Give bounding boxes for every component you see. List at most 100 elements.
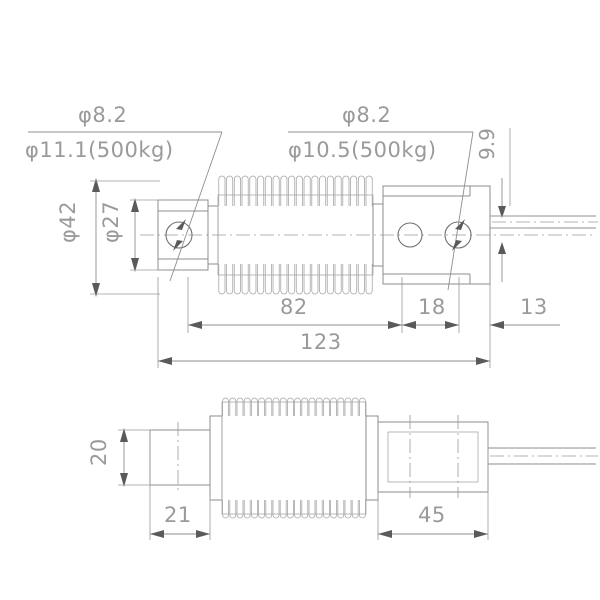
bellows-fin <box>308 397 316 416</box>
bellows-fin <box>359 500 366 519</box>
dim-18: 18 <box>402 277 460 333</box>
bellows-fin <box>350 175 358 206</box>
bellows-fin <box>264 264 272 295</box>
side-left-stud <box>149 422 211 494</box>
bellows-fin <box>251 500 258 519</box>
bellows-fin <box>287 500 294 519</box>
bellows-fin <box>311 264 319 295</box>
bellows-fin <box>301 500 309 519</box>
bellows-fin <box>295 264 303 295</box>
bellows-fin <box>365 175 373 206</box>
bellows-fin <box>265 500 273 519</box>
bellows-fin <box>351 397 359 416</box>
right-mounting-hole-2 <box>444 221 472 249</box>
dim-9-9: 9.9 <box>475 128 530 282</box>
bellows-fin <box>257 175 265 206</box>
dim-18-label: 18 <box>418 295 446 319</box>
bellows-fin <box>319 264 327 295</box>
dim-123: 123 <box>157 277 491 368</box>
bellows-fin <box>222 397 229 416</box>
side-right-block <box>377 415 489 498</box>
dim-123-label: 123 <box>300 330 342 354</box>
bellows-body-side <box>209 397 379 519</box>
bellows-fin <box>257 264 265 295</box>
bellows-fin <box>249 175 257 206</box>
left-callout-line1: φ8.2 <box>78 103 127 127</box>
dim-82-label: 82 <box>280 295 308 319</box>
dim-phi42-label: φ42 <box>56 201 80 243</box>
dim-20-label: 20 <box>87 438 111 466</box>
bellows-fin <box>218 175 226 206</box>
bellows-fin <box>303 264 311 295</box>
bellows-fin <box>344 397 352 416</box>
bellows-fin <box>295 175 303 206</box>
bellows-fin <box>315 500 323 519</box>
cable-side-view <box>488 447 598 465</box>
bellows-fin <box>342 264 350 295</box>
bellows-fin <box>301 397 309 416</box>
bellows-fin <box>308 500 316 519</box>
dim-21-label: 21 <box>164 503 192 527</box>
bellows-fin <box>241 175 249 206</box>
bellows-fin <box>272 264 280 295</box>
cable-top-view <box>490 215 598 229</box>
bellows-fin <box>337 500 345 519</box>
bellows-body-top <box>217 175 374 295</box>
bellows-fin <box>226 175 234 206</box>
bellows-fin <box>334 264 342 295</box>
bellows-fin <box>243 500 251 519</box>
dim-phi27-label: φ27 <box>99 201 123 243</box>
bellows-fin <box>236 397 244 416</box>
bellows-fin <box>337 397 345 416</box>
bellows-fin <box>344 500 352 519</box>
bellows-fin <box>236 500 244 519</box>
bellows-fin <box>272 397 280 416</box>
right-mounting-hole-1 <box>397 222 423 248</box>
bellows-fin <box>319 175 327 206</box>
bellows-fin <box>222 500 229 519</box>
bellows-fin <box>288 175 296 206</box>
bellows-fin <box>243 397 251 416</box>
top-view: φ8.2 φ11.1(500kg) φ8.2 φ10.5(500kg) 9.9 <box>25 103 598 368</box>
bellows-fin <box>287 397 294 416</box>
dim-20: 20 <box>87 428 152 487</box>
bellows-fin <box>294 500 301 519</box>
right-callout-line2: φ10.5(500kg) <box>288 138 437 162</box>
bellows-fin <box>330 500 337 519</box>
bellows-fin <box>233 264 241 295</box>
bellows-fin <box>280 175 288 206</box>
dim-45: 45 <box>377 440 489 540</box>
dim-9-9-label: 9.9 <box>475 128 499 160</box>
bellows-fin <box>323 500 330 519</box>
bellows-fin <box>241 264 249 295</box>
bellows-fin <box>342 175 350 206</box>
bellows-fin <box>218 264 226 295</box>
dim-13-label: 13 <box>520 295 548 319</box>
bellows-fin <box>315 397 323 416</box>
bellows-fin <box>280 264 288 295</box>
bellows-fin <box>311 175 319 206</box>
bellows-fin <box>330 397 337 416</box>
side-view: 20 21 45 <box>87 397 598 540</box>
bellows-fin <box>264 175 272 206</box>
bellows-fin <box>334 175 342 206</box>
left-callout-line2: φ11.1(500kg) <box>25 138 174 162</box>
right-hole-callout: φ8.2 φ10.5(500kg) <box>288 103 474 291</box>
bellows-fin <box>229 397 237 416</box>
bellows-fin <box>326 264 334 295</box>
bellows-fin <box>251 397 258 416</box>
dim-13: 13 <box>489 240 560 333</box>
bellows-fin <box>229 500 237 519</box>
left-mounting-hole <box>165 221 193 249</box>
dim-45-label: 45 <box>418 503 446 527</box>
dim-21: 21 <box>149 430 211 540</box>
bellows-fin <box>303 175 311 206</box>
bellows-fin <box>326 175 334 206</box>
dim-82: 82 <box>187 277 403 333</box>
bellows-fin <box>249 264 257 295</box>
bellows-fin <box>279 500 287 519</box>
right-end-block <box>372 185 491 285</box>
bellows-fin <box>258 500 265 519</box>
dim-phi42: φ42 <box>56 178 160 297</box>
